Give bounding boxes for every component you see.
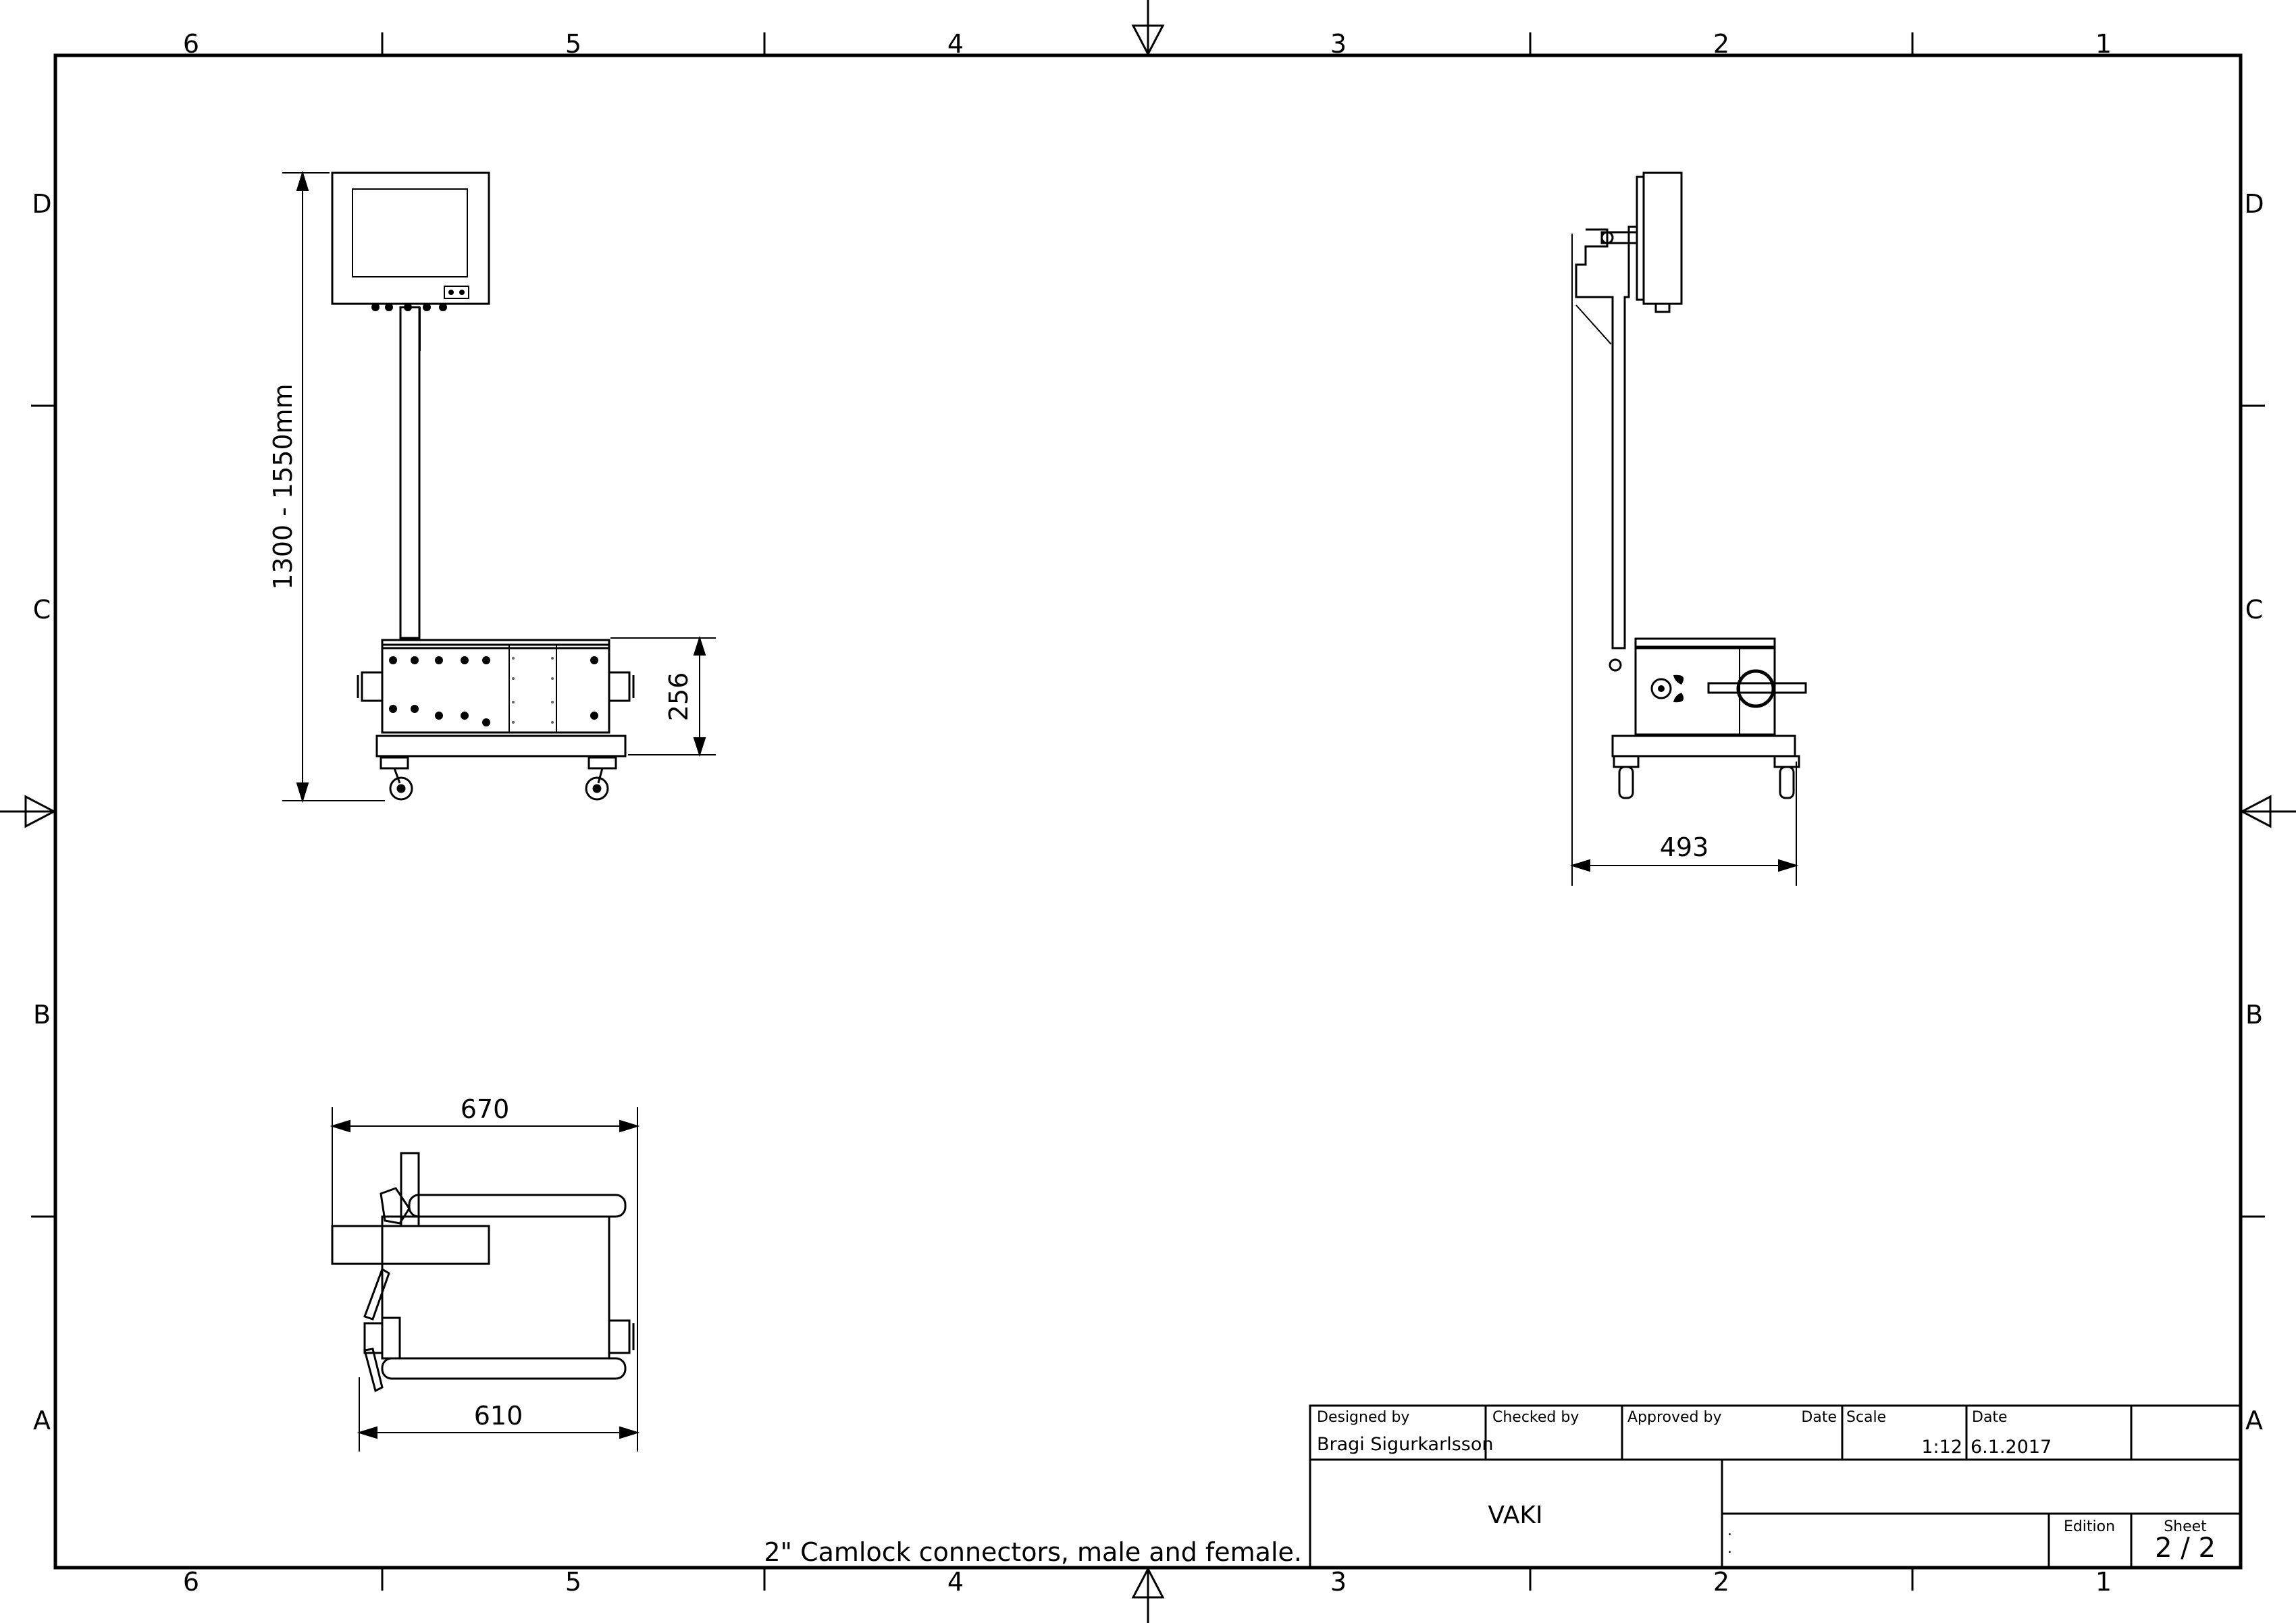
zone-col-top-6: 6 — [183, 29, 199, 59]
zone-row-right-A: A — [2245, 1406, 2263, 1435]
zone-col-bottom-2: 2 — [1713, 1567, 1729, 1597]
zone-col-top-5: 5 — [565, 29, 581, 59]
zone-row-right-D: D — [2244, 189, 2264, 219]
title-block-dot-2: . — [1727, 1540, 1732, 1557]
zone-row-left-B: B — [33, 1000, 51, 1030]
checked-by-label: Checked by — [1492, 1409, 1579, 1426]
zone-labels: 6 5 4 3 2 1 6 5 4 3 2 1 D C B A D C B A — [32, 29, 2264, 1597]
zone-col-bottom-5: 5 — [565, 1567, 581, 1597]
zone-row-left-D: D — [32, 189, 51, 219]
approved-by-label: Approved by — [1627, 1409, 1722, 1426]
zone-col-top-4: 4 — [947, 29, 964, 59]
sheet-value: 2 / 2 — [2155, 1533, 2216, 1564]
zone-col-bottom-4: 4 — [947, 1567, 964, 1597]
date-value: 6.1.2017 — [1971, 1437, 2052, 1458]
zone-col-top-2: 2 — [1713, 29, 1729, 59]
front-view: 1300 - 1550mm 256 — [268, 170, 716, 803]
side-view: 493 — [1569, 171, 1807, 886]
zone-row-right-C: C — [2245, 595, 2264, 624]
zone-col-bottom-6: 6 — [183, 1567, 199, 1597]
zone-col-bottom-1: 1 — [2095, 1567, 2112, 1597]
top-view: 670 610 — [330, 1094, 640, 1452]
date-label: Date — [1972, 1409, 2008, 1426]
scale-label: Scale — [1846, 1409, 1886, 1426]
zone-ticks — [31, 32, 2265, 1591]
designed-by-value: Bragi Sigurkarlsson — [1317, 1434, 1493, 1455]
edition-label: Edition — [2064, 1518, 2115, 1535]
drawing-title: VAKI — [1488, 1501, 1542, 1529]
height-range-dimension: 1300 - 1550mm — [268, 383, 298, 589]
camlock-note: 2" Camlock connectors, male and female. — [764, 1537, 1302, 1567]
side-depth-dimension: 493 — [1660, 832, 1709, 862]
designed-by-label: Designed by — [1317, 1409, 1409, 1426]
zone-col-top-3: 3 — [1330, 29, 1347, 59]
top-width-overall-dimension: 670 — [461, 1094, 510, 1124]
zone-col-top-1: 1 — [2095, 29, 2112, 59]
zone-row-left-C: C — [33, 595, 51, 624]
top-width-frame-dimension: 610 — [474, 1401, 523, 1431]
scale-value: 1:12 — [1921, 1437, 1962, 1458]
title-block-dot-1: . — [1727, 1522, 1732, 1539]
zone-col-bottom-3: 3 — [1330, 1567, 1347, 1597]
zone-row-left-A: A — [33, 1406, 51, 1435]
zone-row-right-B: B — [2245, 1000, 2263, 1030]
approved-date-label: Date — [1801, 1409, 1837, 1426]
sheet-label: Sheet — [2164, 1518, 2207, 1535]
title-block: Designed by Bragi Sigurkarlsson Checked … — [1309, 1404, 2242, 1569]
box-height-dimension: 256 — [664, 672, 694, 722]
